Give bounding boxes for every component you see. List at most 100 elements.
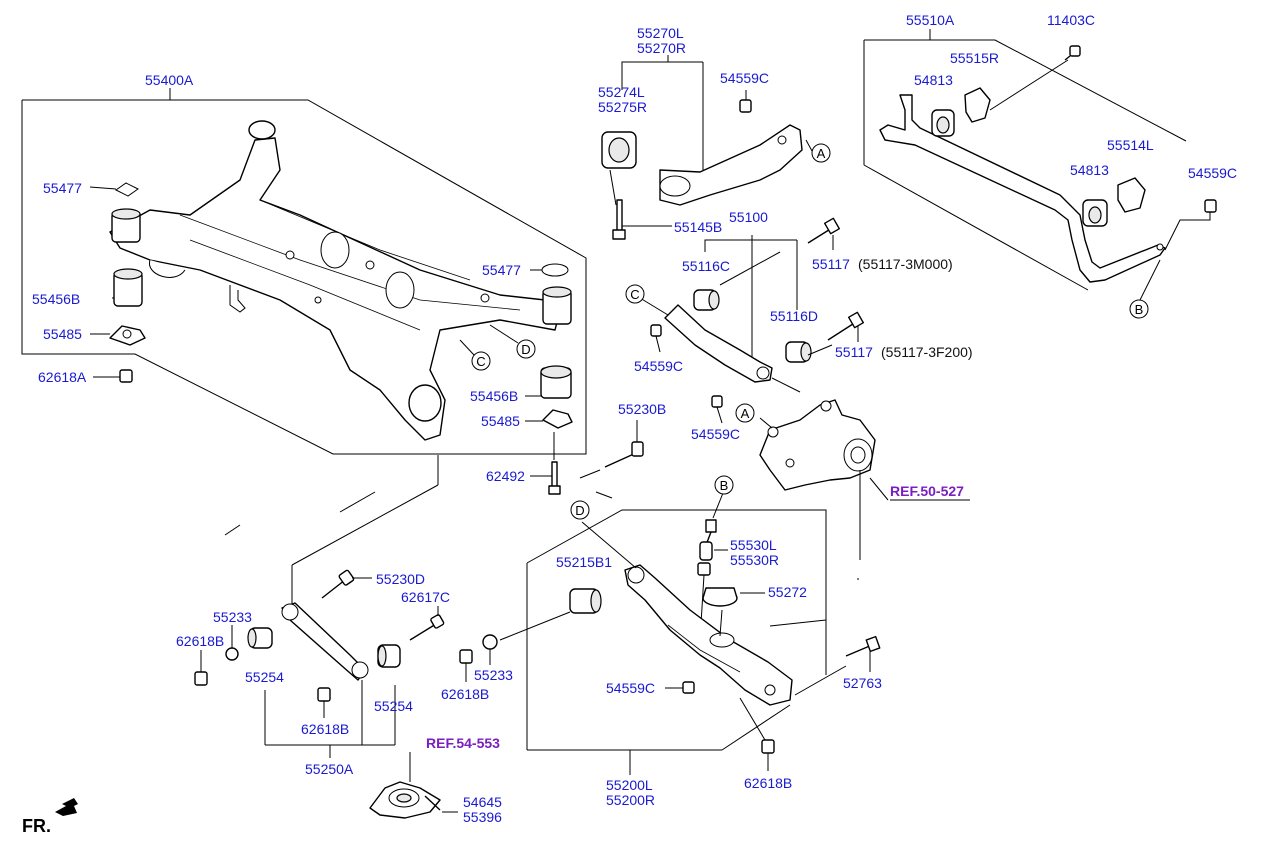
label-54559C-lower[interactable]: 54559C bbox=[606, 680, 655, 696]
label-55272[interactable]: 55272 bbox=[768, 584, 807, 600]
label-62618A[interactable]: 62618A bbox=[38, 369, 87, 385]
label-54559C-mid2[interactable]: 54559C bbox=[691, 426, 740, 442]
label-55200R[interactable]: 55200R bbox=[606, 792, 655, 808]
nut-62618B-b bbox=[459, 649, 473, 682]
assist-arm-group bbox=[194, 455, 613, 758]
nut-62618B-c bbox=[317, 687, 331, 718]
label-54559C-right[interactable]: 54559C bbox=[1188, 165, 1237, 181]
label-62618B-a[interactable]: 62618B bbox=[176, 633, 224, 649]
knuckle bbox=[759, 399, 970, 580]
bolt-62617C bbox=[409, 606, 445, 641]
label-55477-left[interactable]: 55477 bbox=[43, 180, 82, 196]
label-55514L[interactable]: 55514L bbox=[1107, 137, 1154, 153]
label-55230B[interactable]: 55230B bbox=[618, 401, 666, 417]
svg-text:D: D bbox=[521, 342, 530, 357]
bushing-55456B-right bbox=[525, 365, 572, 399]
label-55396[interactable]: 55396 bbox=[463, 809, 502, 825]
front-direction-arrow bbox=[55, 798, 78, 816]
label-11403C[interactable]: 11403C bbox=[1047, 12, 1095, 28]
label-55145B[interactable]: 55145B bbox=[674, 219, 722, 235]
label-55117-top[interactable]: 55117 bbox=[812, 256, 850, 272]
label-55477-right[interactable]: 55477 bbox=[482, 262, 521, 278]
label-55400A[interactable]: 55400A bbox=[145, 72, 194, 88]
label-62617C[interactable]: 62617C bbox=[401, 589, 450, 605]
label-55233-b[interactable]: 55233 bbox=[474, 667, 513, 683]
label-55117-bottom[interactable]: 55117 bbox=[835, 344, 873, 360]
bushing-55254-b bbox=[377, 644, 401, 668]
label-55230D[interactable]: 55230D bbox=[376, 571, 425, 587]
label-55116D[interactable]: 55116D bbox=[770, 308, 818, 324]
label-55254-a[interactable]: 55254 bbox=[245, 669, 284, 685]
lower-arm bbox=[624, 564, 793, 706]
svg-text:C: C bbox=[630, 287, 639, 302]
label-55270L[interactable]: 55270L bbox=[637, 25, 684, 41]
bolt-62492 bbox=[530, 461, 561, 495]
strut-mount bbox=[369, 752, 458, 819]
label-54645[interactable]: 54645 bbox=[463, 794, 502, 810]
label-55215B1[interactable]: 55215B1 bbox=[556, 554, 612, 570]
nut-54559C-mid2 bbox=[711, 395, 723, 424]
svg-text:A: A bbox=[741, 406, 750, 421]
label-62618B-lower[interactable]: 62618B bbox=[744, 775, 792, 791]
bushing-55456B-left bbox=[112, 268, 143, 307]
label-55485-left[interactable]: 55485 bbox=[43, 326, 82, 342]
stabilizer-bracket-55514L bbox=[1117, 177, 1146, 213]
callout-A-top: A bbox=[811, 143, 831, 163]
label-55270R[interactable]: 55270R bbox=[637, 40, 686, 56]
stabilizer-link bbox=[697, 492, 728, 641]
upper-bushing-left bbox=[111, 208, 141, 243]
bolt-55230D bbox=[321, 569, 372, 599]
label-54813-a[interactable]: 54813 bbox=[914, 72, 953, 88]
washer-55233-a bbox=[225, 625, 239, 661]
nut-62618B-a bbox=[194, 650, 208, 686]
upper-arm-group bbox=[639, 217, 865, 424]
bushing-55116C bbox=[693, 289, 720, 311]
bolt-55230B bbox=[604, 420, 644, 468]
label-54559C-mid1[interactable]: 54559C bbox=[634, 358, 683, 374]
washer-55233-b bbox=[482, 634, 498, 650]
label-55233-a[interactable]: 55233 bbox=[213, 609, 252, 625]
bolt-55145B bbox=[612, 199, 672, 240]
bushing-55456B-upper-right bbox=[542, 286, 572, 325]
label-62492[interactable]: 62492 bbox=[486, 468, 525, 484]
svg-text:A: A bbox=[817, 146, 826, 161]
label-55275R[interactable]: 55275R bbox=[598, 99, 647, 115]
lower-arm-group bbox=[499, 509, 881, 775]
svg-text:B: B bbox=[1135, 302, 1144, 317]
label-55485-right[interactable]: 55485 bbox=[481, 413, 520, 429]
label-REF-50-527[interactable]: REF.50-527 bbox=[890, 483, 964, 499]
label-55515R[interactable]: 55515R bbox=[950, 50, 999, 66]
label-62618B-c[interactable]: 62618B bbox=[301, 721, 349, 737]
plug-55477-left bbox=[89, 182, 139, 197]
label-55510A[interactable]: 55510A bbox=[906, 12, 955, 28]
label-55254-b[interactable]: 55254 bbox=[374, 698, 413, 714]
label-52763[interactable]: 52763 bbox=[843, 675, 882, 691]
label-55274L[interactable]: 55274L bbox=[598, 84, 645, 100]
nut-54559C-top bbox=[739, 90, 752, 113]
label-55530R[interactable]: 55530R bbox=[730, 552, 779, 568]
svg-text:B: B bbox=[720, 478, 729, 493]
label-54559C-top[interactable]: 54559C bbox=[720, 70, 769, 86]
label-55456B-right[interactable]: 55456B bbox=[470, 388, 518, 404]
label-55200L[interactable]: 55200L bbox=[606, 777, 653, 793]
subframe-group bbox=[21, 88, 587, 495]
callout-C-arm: C bbox=[625, 284, 645, 304]
label-55456B-left[interactable]: 55456B bbox=[32, 291, 80, 307]
label-55117-bottom-note: (55117-3F200) bbox=[881, 344, 973, 360]
label-55100[interactable]: 55100 bbox=[729, 209, 768, 225]
stabilizer-bar-group bbox=[863, 29, 1217, 301]
label-55530L[interactable]: 55530L bbox=[730, 537, 777, 553]
label-55116C[interactable]: 55116C bbox=[682, 258, 730, 274]
label-55250A[interactable]: 55250A bbox=[305, 761, 354, 777]
label-62618B-b[interactable]: 62618B bbox=[441, 686, 489, 702]
label-REF-54-553[interactable]: REF.54-553 bbox=[426, 735, 500, 751]
bolt-11403C bbox=[1064, 45, 1081, 61]
stopper-55485-right bbox=[525, 409, 573, 429]
label-54813-b[interactable]: 54813 bbox=[1070, 162, 1109, 178]
bolt-55117-top bbox=[807, 217, 841, 250]
upper-arm bbox=[664, 304, 773, 383]
spring-seat-55272 bbox=[702, 587, 765, 637]
callout-B-link: B bbox=[714, 475, 734, 495]
label-FR: FR. bbox=[22, 816, 51, 836]
trailing-arm-bushing bbox=[601, 131, 637, 169]
